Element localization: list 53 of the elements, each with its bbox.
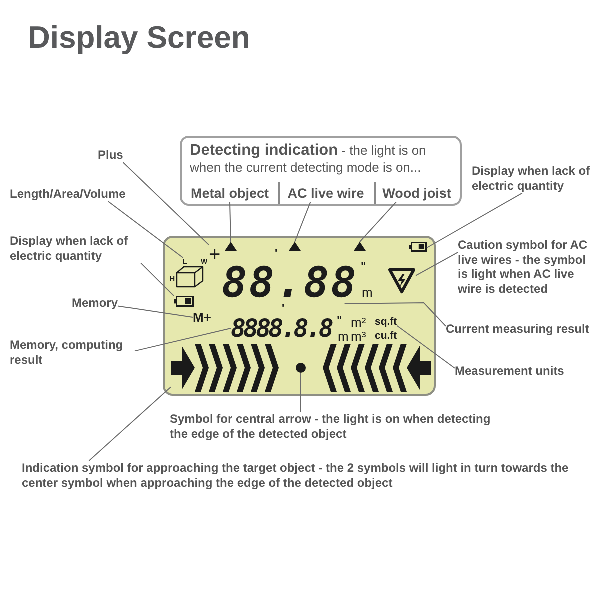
callout-label: Plus [98, 148, 124, 163]
callout-label: Caution symbol for AC live wires - the symbol is light when AC live wire is detected [458, 238, 598, 296]
leader-line [88, 386, 172, 462]
callout-label: Indication symbol for approaching the target object - the 2 symbols will light in turn towards the center symbol when approaching the edge of the detected object [22, 461, 582, 490]
leader-line [134, 328, 232, 352]
unit-label: m² [351, 316, 366, 329]
arrow-icon [171, 344, 195, 392]
foot-mark: ' [282, 304, 285, 315]
battery-icon [174, 296, 194, 307]
battery-icon [409, 242, 427, 252]
leader-line [108, 201, 184, 258]
leader-line [230, 202, 232, 242]
inch-mark: " [361, 262, 366, 273]
page-title: Display Screen [28, 20, 250, 56]
leader-line [140, 262, 174, 296]
detection-mode-label: AC live wire [288, 186, 364, 202]
lcd-screen [163, 236, 436, 396]
digit-readout: 8888.8.8 [231, 316, 332, 341]
inch-mark: " [337, 316, 342, 327]
leader-line [294, 202, 312, 242]
callout-label: Memory [72, 296, 118, 311]
leader-line [300, 372, 302, 412]
callout-label: Length/Area/Volume [10, 187, 126, 202]
leader-line [396, 325, 456, 369]
leader-line [426, 192, 523, 248]
leader-line [118, 306, 194, 318]
unit-label: m [362, 286, 373, 299]
unit-label: sq.ft [375, 317, 398, 328]
dot-icon [296, 363, 306, 373]
foot-mark: ' [275, 249, 278, 260]
callout-label: Measurement units [455, 364, 564, 379]
callout-label: Memory, computing result [10, 338, 135, 368]
callout-box [180, 136, 462, 206]
callout-label: Current measuring result [446, 322, 590, 337]
callout-label: Symbol for central arrow - the light is on when detecting the edge of the detected object [170, 412, 500, 442]
detection-mode-label: Wood joist [382, 186, 452, 202]
leader-line [416, 252, 458, 276]
warning-icon [388, 268, 416, 294]
arrow-icon [407, 344, 431, 392]
unit-label: m [338, 330, 349, 343]
triangle-icon [289, 242, 301, 251]
memory-indicator: M+ [193, 311, 212, 324]
callout-label: Display when lack of electric quantity [472, 164, 598, 194]
plus-sign: + [209, 245, 221, 265]
callout-label: Display when lack of electric quantity [10, 234, 148, 264]
leader-line [344, 302, 446, 327]
digit-readout: 88.88 [222, 262, 358, 304]
callout-text: Detecting indication - the light is on when the current detecting mode is on... [190, 141, 428, 177]
detection-mode-label: Metal object [191, 186, 269, 202]
unit-label: cu.ft [375, 331, 398, 342]
unit-label: m³ [351, 330, 366, 343]
triangle-icon [354, 242, 366, 251]
triangle-icon [225, 242, 237, 251]
